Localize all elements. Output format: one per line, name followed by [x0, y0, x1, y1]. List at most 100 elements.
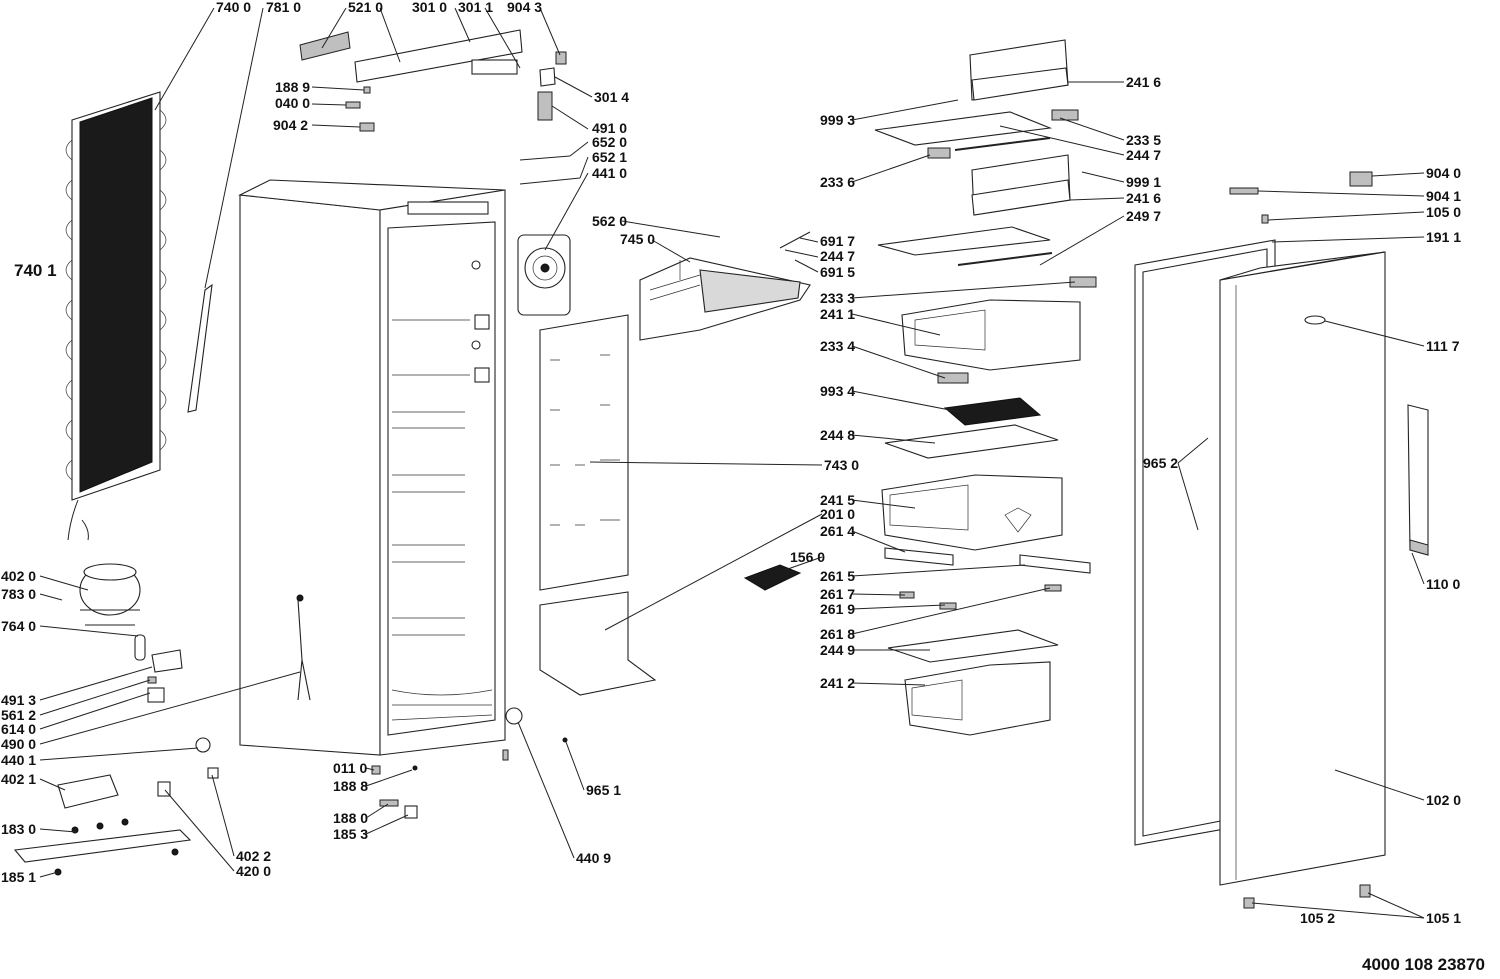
glass-shelf-3: [884, 424, 1059, 459]
label-301-0: 301 0: [412, 0, 447, 15]
rail-clip-small-c: [1044, 584, 1062, 592]
label-490-0: 490 0: [1, 736, 36, 752]
label-491-3: 491 3: [1, 692, 36, 708]
label-102-0: 102 0: [1426, 792, 1461, 808]
label-233-5: 233 5: [1126, 132, 1161, 148]
ice-cube-tray: [743, 564, 802, 591]
label-764-0: 764 0: [1, 618, 36, 634]
glass-shelf-4: [887, 629, 1059, 663]
shelf-trim-1: [954, 137, 1051, 151]
drawer-side-rail: [1019, 554, 1091, 574]
label-201-0: 201 0: [820, 506, 855, 522]
label-521-0: 521 0: [348, 0, 383, 15]
ice-tray: [943, 397, 1042, 426]
drawer-rail-clip: [937, 372, 969, 384]
label-241-6-a: 241 6: [1126, 74, 1161, 90]
label-441-0: 441 0: [592, 165, 627, 181]
label-111-7: 111 7: [1426, 338, 1460, 354]
shelf-support-clip-a: [927, 147, 951, 159]
label-191-1: 191 1: [1426, 229, 1461, 245]
label-261-4: 261 4: [820, 523, 855, 539]
label-156-0: 156 0: [790, 549, 825, 565]
label-783-0: 783 0: [1, 586, 36, 602]
lower-left-components: [13, 594, 311, 876]
label-562-0: 562 0: [592, 213, 627, 229]
bottom-drawer: [904, 661, 1051, 736]
label-244-7-a: 244 7: [820, 248, 855, 264]
door-handle: [1407, 404, 1429, 556]
label-691-5: 691 5: [820, 264, 855, 280]
control-board: [299, 29, 556, 121]
glass-shelf-1: [874, 111, 1053, 146]
hinge-top: [1229, 187, 1259, 195]
door-panel: [1219, 251, 1386, 886]
label-241-5: 241 5: [820, 492, 855, 508]
label-420-0: 420 0: [236, 863, 271, 879]
fan-assembly: [517, 234, 571, 316]
top-door-shelf: [969, 39, 1071, 216]
condenser-coil: [65, 91, 167, 541]
label-999-3: 999 3: [820, 112, 855, 128]
label-188-8: 188 8: [333, 778, 368, 794]
label-781-0: 781 0: [266, 0, 301, 15]
label-249-7: 249 7: [1126, 208, 1161, 224]
label-993-4: 993 4: [820, 383, 855, 399]
label-241-1: 241 1: [820, 306, 855, 322]
label-440-9: 440 9: [576, 850, 611, 866]
label-105-2: 105 2: [1300, 910, 1335, 926]
cabinet: [238, 179, 506, 756]
label-110-0: 110 0: [1426, 576, 1460, 592]
compressor: [79, 563, 141, 626]
shelf-trim-2: [957, 252, 1053, 266]
label-491-0: 491 0: [592, 120, 627, 136]
label-965-2: 965 2: [1143, 455, 1178, 471]
label-261-8: 261 8: [820, 626, 855, 642]
label-261-9: 261 9: [820, 601, 855, 617]
hinge-cover: [1349, 171, 1373, 187]
label-740-1: 740 1: [14, 261, 57, 280]
label-745-0: 745 0: [620, 231, 655, 247]
label-261-5: 261 5: [820, 568, 855, 584]
label-402-1: 402 1: [1, 771, 36, 787]
label-965-1: 965 1: [586, 782, 621, 798]
label-244-8: 244 8: [820, 427, 855, 443]
label-185-1: 185 1: [1, 869, 36, 885]
label-743-0: 743 0: [824, 457, 859, 473]
label-904-1: 904 1: [1426, 188, 1461, 204]
label-402-0: 402 0: [1, 568, 36, 584]
label-188-9: 188 9: [275, 79, 310, 95]
rear-panel: [539, 314, 629, 591]
label-233-4: 233 4: [820, 338, 855, 354]
label-614-0: 614 0: [1, 721, 36, 737]
label-904-2: 904 2: [273, 117, 308, 133]
drawer-front-rail: [884, 547, 954, 566]
base-cover-plate: [539, 591, 657, 696]
label-233-3: 233 3: [820, 290, 855, 306]
glass-shelf-2: [877, 226, 1051, 256]
evaporator-module: [639, 231, 811, 341]
label-105-0: 105 0: [1426, 204, 1461, 220]
label-652-1: 652 1: [592, 149, 627, 165]
label-241-2: 241 2: [820, 675, 855, 691]
rail-clip-small-b: [939, 602, 957, 610]
label-040-0: 040 0: [275, 95, 310, 111]
label-233-6: 233 6: [820, 174, 855, 190]
label-402-2: 402 2: [236, 848, 271, 864]
label-440-1: 440 1: [1, 752, 36, 768]
label-261-7: 261 7: [820, 586, 855, 602]
label-561-2: 561 2: [1, 707, 36, 723]
label-740-0: 740 0: [216, 0, 251, 15]
hinge-pin: [1261, 214, 1269, 224]
label-244-9: 244 9: [820, 642, 855, 658]
label-241-6-b: 241 6: [1126, 190, 1161, 206]
shelf-support-clip-b: [1051, 109, 1079, 121]
leader-lines: [39, 7, 1425, 919]
label-652-0: 652 0: [592, 134, 627, 150]
label-301-1: 301 1: [458, 0, 493, 15]
drawing-number: 4000 108 23870: [1362, 955, 1485, 974]
freezer-drawer: [881, 474, 1063, 551]
bottom-small-parts: [371, 707, 568, 819]
label-904-3: 904 3: [507, 0, 542, 15]
